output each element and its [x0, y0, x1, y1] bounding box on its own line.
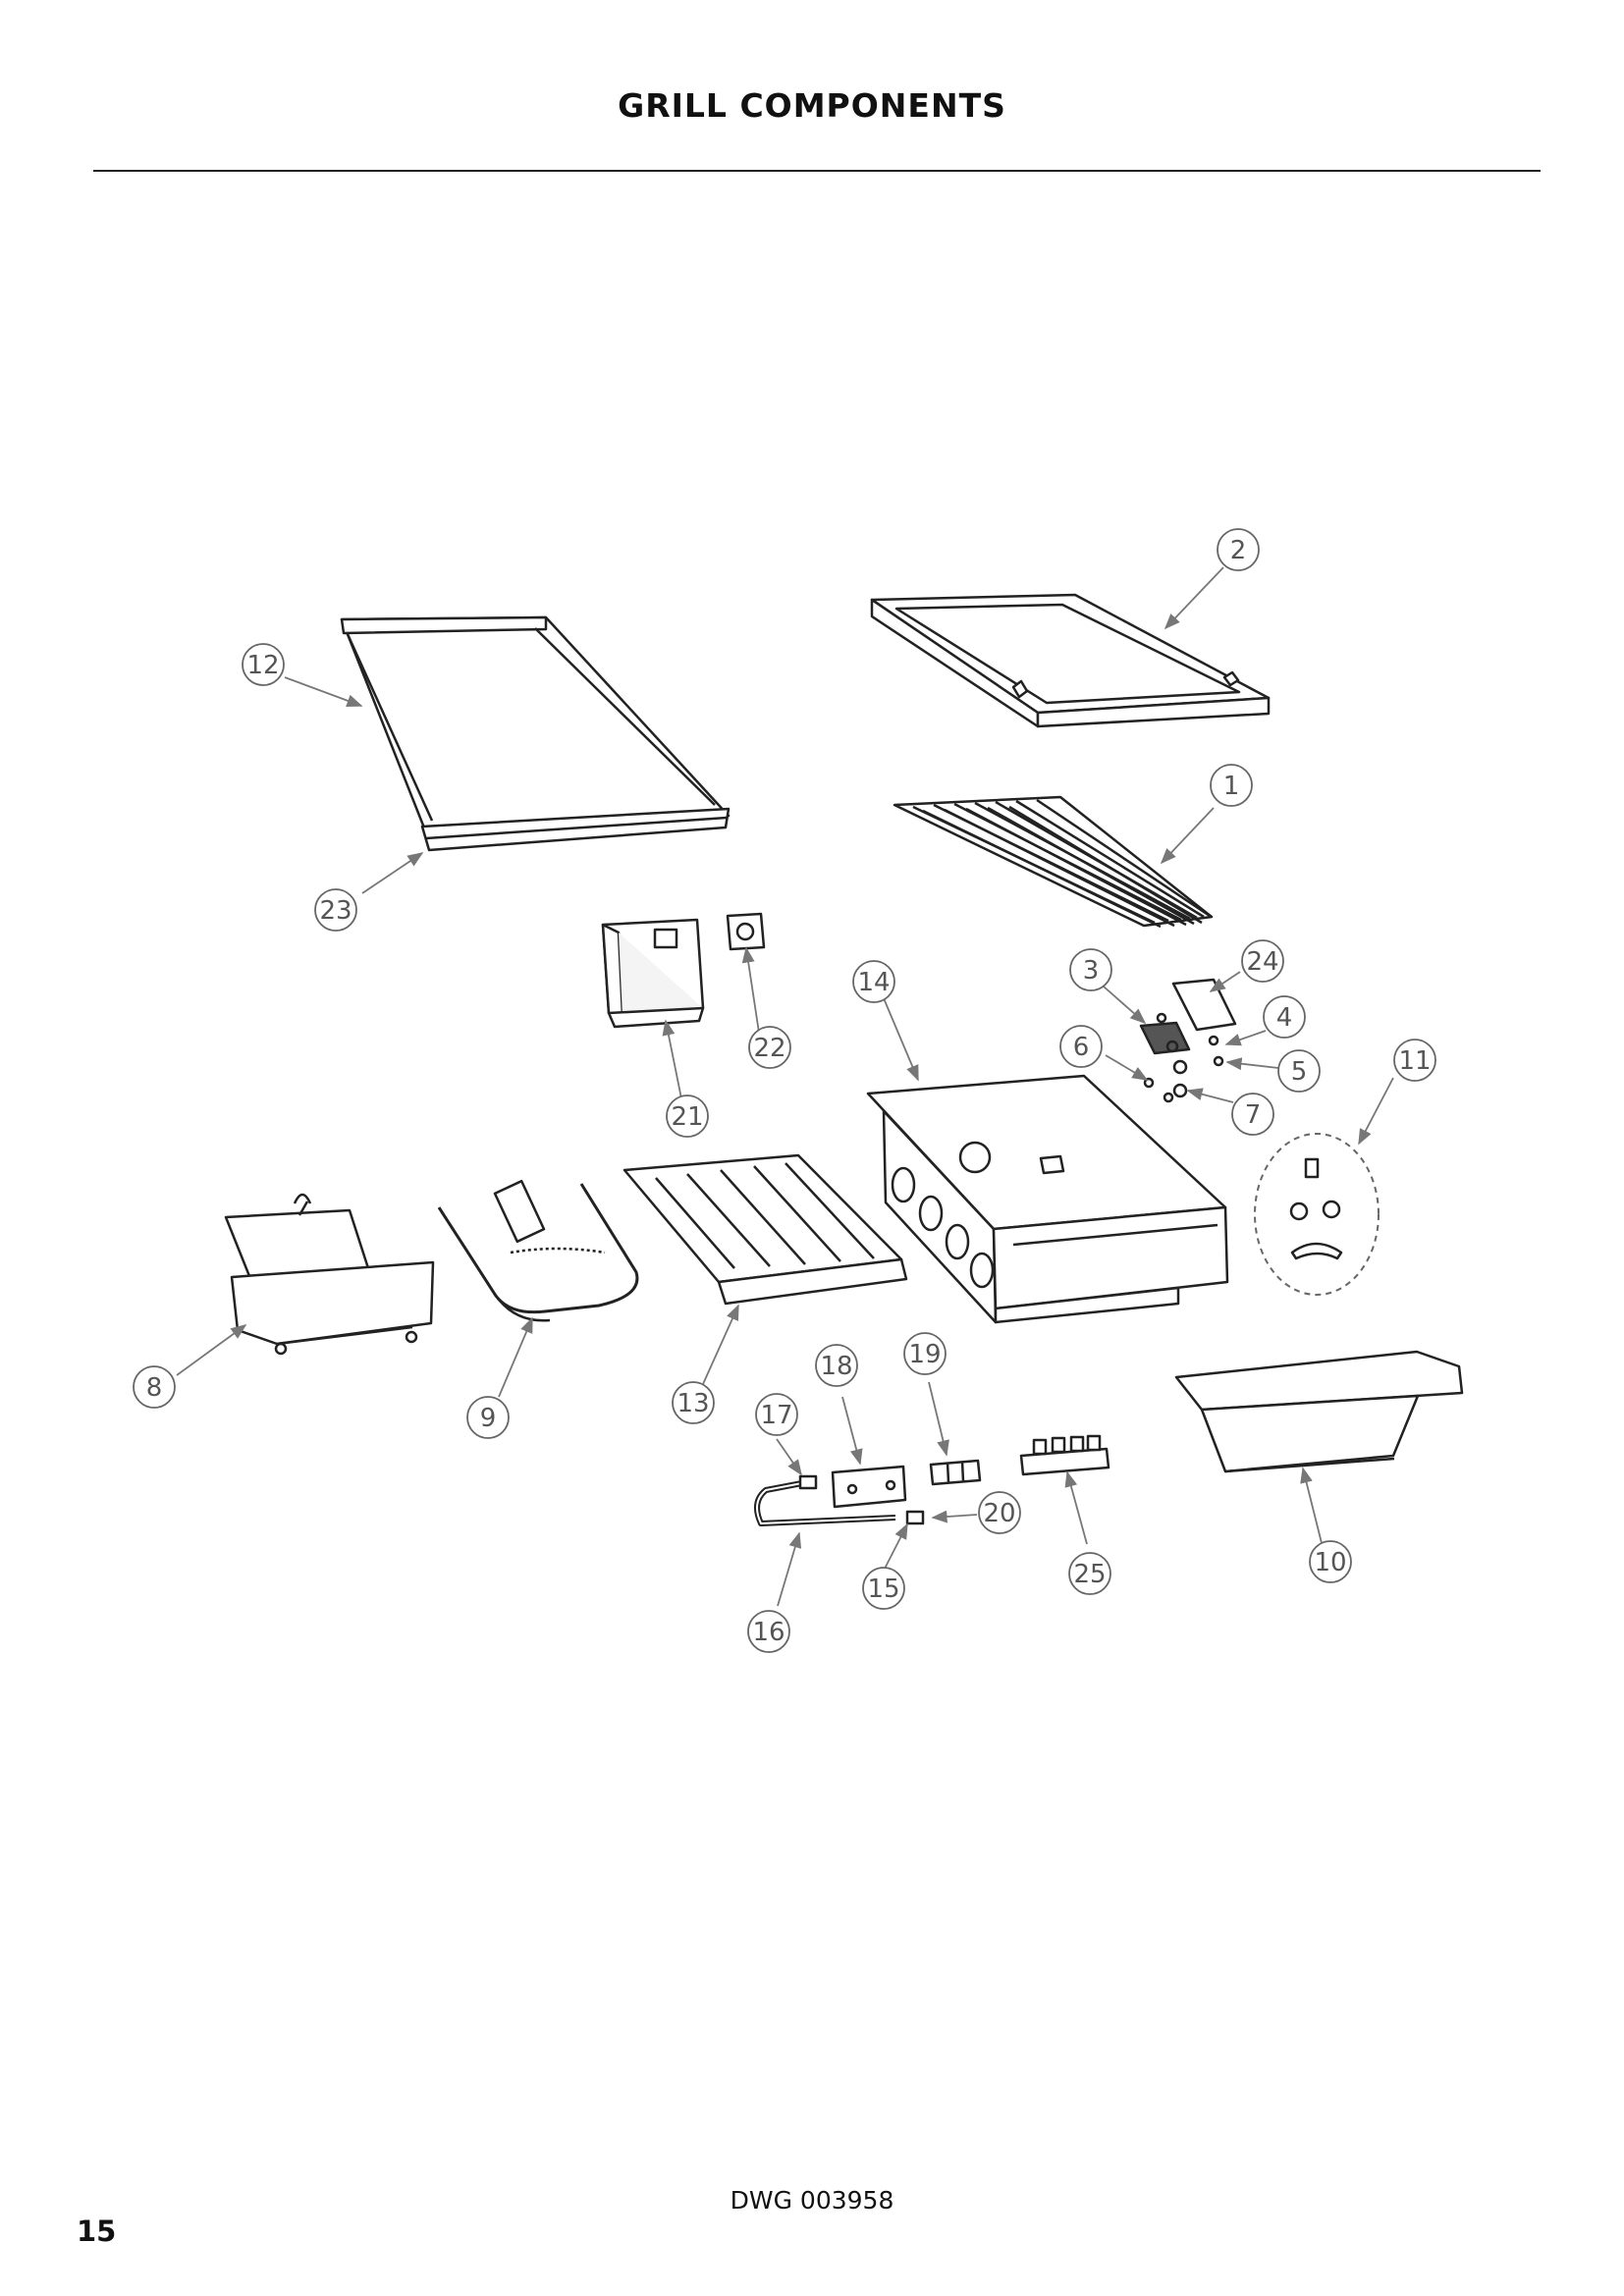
gasket-plate-drawing	[726, 912, 766, 951]
callout-bubbles: 1 2 3 4 5 6 7 8 9 10 11 12 13 14 15 16 1…	[133, 528, 1436, 1653]
svg-text:19: 19	[908, 1340, 941, 1369]
callout-leaders	[176, 566, 1394, 1607]
igniter-assembly-drawing	[1139, 978, 1237, 1103]
svg-text:5: 5	[1291, 1057, 1308, 1087]
svg-text:10: 10	[1314, 1548, 1346, 1577]
svg-text:12: 12	[246, 651, 279, 680]
svg-text:24: 24	[1246, 947, 1278, 977]
firebox-drawing	[866, 1074, 1229, 1324]
svg-text:21: 21	[671, 1102, 703, 1132]
griddle-lid-drawing	[340, 615, 731, 852]
callout-8: 8	[133, 1365, 176, 1409]
title-divider	[93, 170, 1541, 172]
grill-frame-drawing	[870, 593, 1271, 728]
callout-24: 24	[1241, 939, 1284, 983]
svg-text:4: 4	[1276, 1003, 1293, 1033]
svg-text:15: 15	[867, 1575, 899, 1604]
callout-21: 21	[666, 1095, 709, 1138]
svg-text:13: 13	[677, 1389, 709, 1418]
svg-text:11: 11	[1398, 1046, 1431, 1076]
valve-drawing	[831, 1465, 907, 1509]
svg-text:16: 16	[752, 1618, 785, 1647]
callout-19: 19	[903, 1332, 947, 1375]
callout-4: 4	[1263, 995, 1306, 1039]
callout-2: 2	[1217, 528, 1260, 571]
svg-text:2: 2	[1230, 536, 1247, 565]
fastener-kit-drawing	[1254, 1133, 1380, 1296]
callout-5: 5	[1277, 1049, 1321, 1093]
burner-bracket-drawing	[224, 1193, 435, 1356]
callout-1: 1	[1210, 764, 1253, 807]
callout-22: 22	[748, 1026, 791, 1069]
svg-text:18: 18	[820, 1352, 852, 1381]
svg-text:25: 25	[1073, 1560, 1106, 1589]
page-title: GRILL COMPONENTS	[618, 86, 1006, 125]
callout-14: 14	[852, 960, 895, 1003]
callout-20: 20	[978, 1491, 1021, 1534]
svg-text:8: 8	[146, 1373, 163, 1403]
callout-13: 13	[672, 1381, 715, 1424]
burner-drawing	[437, 1179, 639, 1322]
drawing-number: DWG 003958	[730, 2186, 894, 2215]
callout-10: 10	[1309, 1540, 1352, 1583]
callout-9: 9	[466, 1396, 510, 1439]
page-number: 15	[77, 2215, 117, 2248]
flame-tamer-drawing	[623, 1153, 908, 1306]
svg-text:3: 3	[1083, 956, 1100, 986]
callout-16: 16	[747, 1610, 790, 1653]
callout-23: 23	[314, 888, 357, 932]
svg-text:23: 23	[319, 896, 352, 926]
callout-3: 3	[1069, 948, 1112, 991]
callout-18: 18	[815, 1344, 858, 1387]
callout-15: 15	[862, 1567, 905, 1610]
drip-tray-drawing	[1174, 1350, 1464, 1473]
svg-text:7: 7	[1245, 1100, 1262, 1130]
svg-text:17: 17	[760, 1401, 792, 1430]
heat-shield-box-drawing	[601, 918, 705, 1029]
callout-11: 11	[1393, 1039, 1436, 1082]
svg-text:1: 1	[1223, 772, 1240, 801]
svg-text:20: 20	[983, 1499, 1015, 1528]
svg-text:22: 22	[753, 1034, 785, 1063]
callout-17: 17	[755, 1393, 798, 1436]
callout-6: 6	[1059, 1025, 1103, 1068]
svg-text:9: 9	[480, 1404, 497, 1433]
gas-tube-drawing	[754, 1474, 925, 1526]
bracket-drawing	[929, 1459, 982, 1486]
callout-12: 12	[242, 643, 285, 686]
svg-text:14: 14	[857, 968, 890, 997]
svg-text:6: 6	[1073, 1033, 1090, 1062]
callout-25: 25	[1068, 1552, 1111, 1595]
terminal-block-drawing	[1019, 1434, 1110, 1476]
callout-7: 7	[1231, 1093, 1274, 1136]
grill-grates-drawing	[893, 795, 1214, 929]
